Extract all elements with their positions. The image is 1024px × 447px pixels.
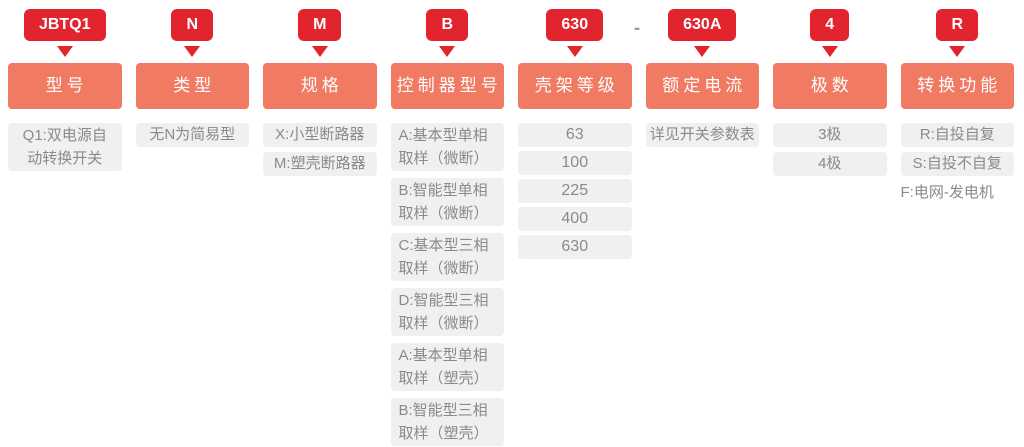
item-list: A:基本型单相 取样（微断） B:智能型单相 取样（微断） C:基本型三相 取样…	[390, 123, 504, 446]
column-controller: B 控制器型号 A:基本型单相 取样（微断） B:智能型单相 取样（微断） C:…	[390, 9, 505, 447]
list-item: B:智能型单相 取样（微断）	[390, 178, 504, 226]
badge-row: 630A	[646, 9, 760, 41]
badge-row: 4	[773, 9, 887, 41]
column-header-transfer-function: 转换功能	[900, 63, 1014, 109]
column-header-rated-current: 额定电流	[645, 63, 759, 109]
item-list: R:自投自复 S:自投不自复 F:电网-发电机	[900, 123, 1014, 205]
list-item: C:基本型三相 取样（微断）	[390, 233, 504, 281]
code-badge-controller: B	[426, 9, 469, 41]
list-item: 4极	[773, 152, 887, 176]
column-rated-current: 630A 额定电流 详见开关参数表	[645, 9, 760, 447]
arrow-down-icon	[821, 46, 838, 57]
column-model: JBTQ1 型号 Q1:双电源自 动转换开关	[8, 9, 122, 447]
list-item: 630	[518, 235, 632, 259]
column-header-type: 类型	[135, 63, 249, 109]
list-item: S:自投不自复	[900, 152, 1014, 176]
item-list: 无N为简易型	[135, 123, 249, 147]
column-poles: 4 极数 3极 4极	[773, 9, 887, 447]
code-badge-type: N	[171, 9, 214, 41]
arrow-down-icon	[56, 46, 73, 57]
list-item: D:智能型三相 取样（微断）	[390, 288, 504, 336]
item-list: 3极 4极	[773, 123, 887, 176]
list-item: B:智能型三相 取样（塑壳）	[390, 398, 504, 446]
item-list: X:小型断路器 M:塑壳断路器	[263, 123, 377, 176]
list-item: 无N为简易型	[135, 123, 249, 147]
badge-row: M	[263, 9, 377, 41]
column-header-controller: 控制器型号	[390, 63, 504, 109]
column-header-frame-level: 壳架等级	[518, 63, 632, 109]
list-item: A:基本型单相 取样（微断）	[390, 123, 504, 171]
code-badge-frame-level: 630	[546, 9, 604, 41]
badge-row: B	[391, 9, 505, 41]
badge-row: R	[901, 9, 1015, 41]
list-item: F:电网-发电机	[900, 184, 994, 201]
code-badge-model: JBTQ1	[23, 9, 106, 41]
column-transfer-function: R 转换功能 R:自投自复 S:自投不自复 F:电网-发电机	[900, 9, 1015, 447]
list-item: 225	[518, 179, 632, 203]
column-spec: M 规格 X:小型断路器 M:塑壳断路器	[263, 9, 377, 447]
arrow-down-icon	[311, 46, 328, 57]
list-item: A:基本型单相 取样（塑壳）	[390, 343, 504, 391]
list-item: 100	[518, 151, 632, 175]
badge-row: 630	[518, 9, 632, 41]
list-item: 3极	[773, 123, 887, 147]
arrow-down-icon	[439, 46, 456, 57]
list-item: R:自投自复	[900, 123, 1014, 147]
code-badge-transfer-function: R	[936, 9, 979, 41]
arrow-down-icon	[184, 46, 201, 57]
arrow-down-icon	[949, 46, 966, 57]
list-item: X:小型断路器	[263, 123, 377, 147]
list-item: 400	[518, 207, 632, 231]
column-header-spec: 规格	[263, 63, 377, 109]
column-type: N 类型 无N为简易型	[135, 9, 250, 447]
code-badge-spec: M	[298, 9, 342, 41]
item-list: 详见开关参数表	[645, 123, 759, 147]
column-header-poles: 极数	[773, 63, 887, 109]
list-item: Q1:双电源自 动转换开关	[8, 123, 122, 171]
item-list: 63 100 225 400 630	[518, 123, 632, 259]
badge-row: N	[136, 9, 250, 41]
arrow-down-icon	[694, 46, 711, 57]
list-item: M:塑壳断路器	[263, 152, 377, 176]
code-separator: -	[633, 18, 641, 39]
column-frame-level: 630 壳架等级 63 100 225 400 630	[518, 9, 632, 447]
list-item: 详见开关参数表	[645, 123, 759, 147]
badge-row: JBTQ1	[8, 9, 122, 41]
item-list: Q1:双电源自 动转换开关	[8, 123, 122, 171]
code-badge-rated-current: 630A	[668, 9, 737, 41]
list-item: 63	[518, 123, 632, 147]
arrow-down-icon	[566, 46, 583, 57]
code-badge-poles: 4	[810, 9, 850, 41]
column-header-model: 型号	[8, 63, 122, 109]
